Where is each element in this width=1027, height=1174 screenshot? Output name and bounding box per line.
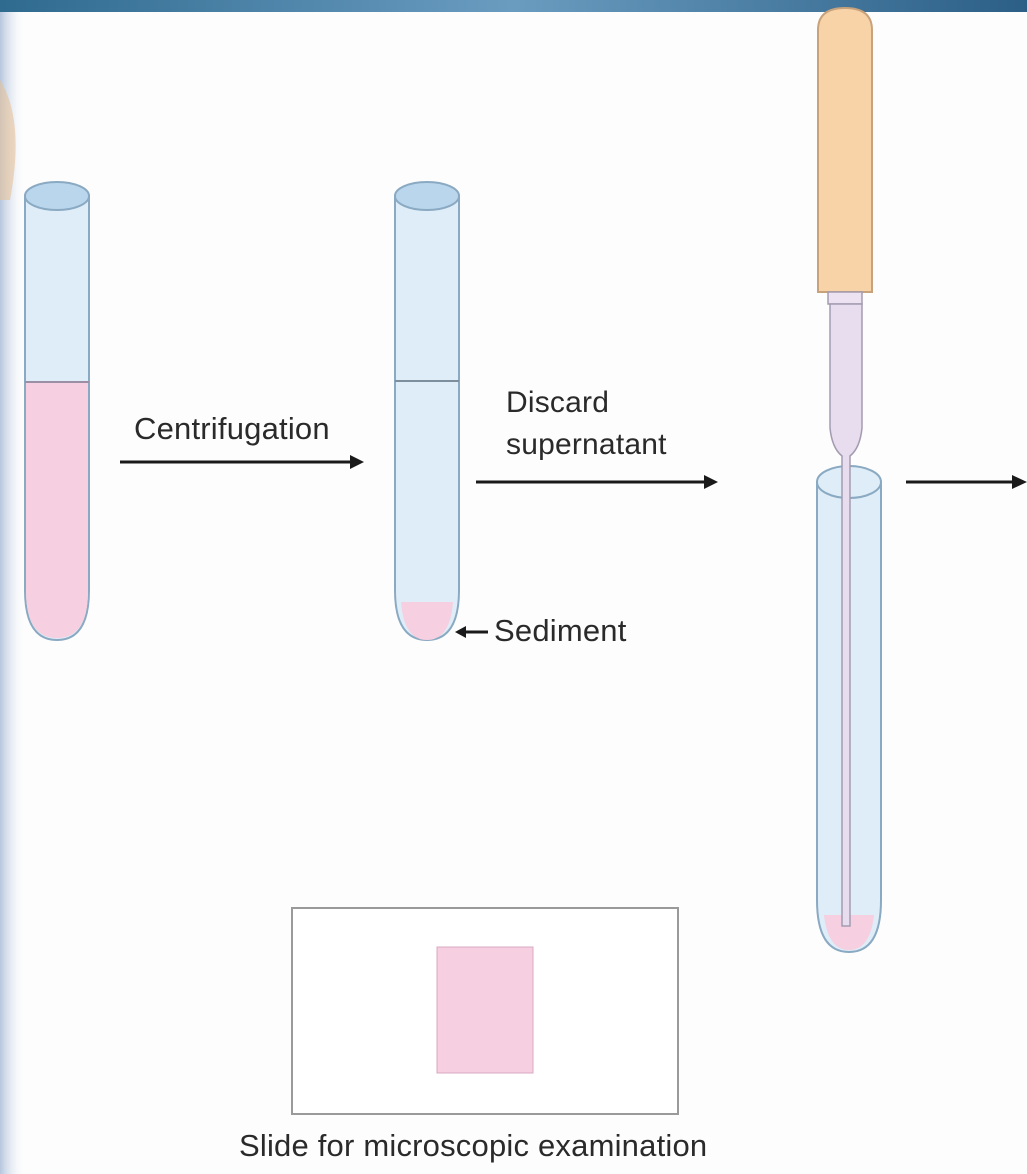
test-tube-centrifuged — [395, 182, 459, 640]
arrow-sediment-pointer — [455, 626, 488, 638]
tube-2-rim — [395, 182, 459, 210]
microscope-slide — [292, 908, 678, 1114]
label-discard-line-2: supernatant — [506, 424, 667, 466]
background-top-strip — [0, 0, 1027, 12]
pipette-collar — [828, 292, 862, 304]
test-tube-specimen — [25, 182, 89, 640]
arrow-discard-supernatant — [476, 475, 718, 489]
tube-1-liquid — [26, 382, 88, 638]
tube-1-rim — [25, 182, 89, 210]
label-slide-caption: Slide for microscopic examination — [239, 1128, 707, 1164]
pipette-bulb — [818, 8, 872, 292]
label-discard-line-1: Discard — [506, 382, 667, 424]
arrow-to-slide — [906, 475, 1027, 489]
arrow-centrifugation — [120, 455, 364, 469]
label-centrifugation: Centrifugation — [134, 411, 330, 447]
label-discard-supernatant: Discard supernatant — [506, 382, 667, 466]
tube-2-body — [395, 196, 459, 640]
coverslip-sample — [437, 947, 533, 1073]
label-sediment: Sediment — [494, 613, 627, 649]
